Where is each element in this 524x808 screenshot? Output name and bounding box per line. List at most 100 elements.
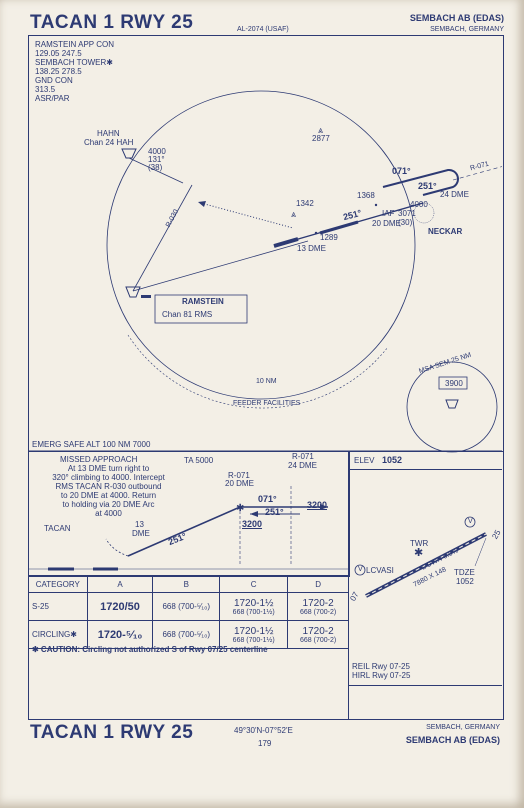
neckar-symbol [413,202,435,224]
holding-pattern [382,168,459,196]
reil-label: REIL Rwy 07-25 [352,662,410,671]
minimums-d-top: 1720-2 [302,625,334,637]
msa-box [438,376,468,390]
minimums-b-hat: 668 [162,630,176,639]
twr-label: TWR [410,539,429,548]
iaf-alt: (30) [398,218,413,227]
hahn-line [128,157,184,184]
chart-frame [28,35,504,720]
tacan-label: TACAN [44,524,71,533]
minimums-header: CATEGORY [28,575,88,593]
comms-line: 138.25 278.5 [35,67,82,76]
r030-line [132,184,193,292]
circle-v2: V [468,518,473,525]
profile-course-251: 251° [265,507,284,517]
obstacle-1289: 1289 [320,233,338,242]
lights-divider [348,685,502,686]
fix-marker: ✱ [236,503,244,514]
minimums-header-row: CATEGORY A B C D [28,575,349,593]
ramstein-radial [132,240,309,292]
obstacle-1368: 1368 [357,191,375,200]
dme-24-label: 24 DME [288,461,317,470]
minimums-c-bot: 668 (700-1½) [232,608,275,616]
ramstein-name: RAMSTEIN [182,297,224,306]
ta-label: TA 5000 [184,456,214,465]
minimums-header: A [86,575,154,593]
minimums-b-paren: (700-⁵⁄₁₀) [178,630,211,639]
minimums-c-top: 1720-1½ [233,597,274,609]
minimums-header: D [287,575,349,593]
comms-line: 313.5 [35,85,56,94]
obstacle-1342: 1342 [296,199,314,208]
circling-caution: ✱ CAUTION: Circling not authorized S of … [32,645,268,654]
tdze-value: 1052 [456,577,474,586]
minimums-header: C [219,575,289,593]
iaf-label: IAF [382,209,395,218]
minimums-row: CIRCLING✱ 1720-⁵⁄₁₀ 668 (700-⁵⁄₁₀) 1720-… [28,620,349,649]
comms-line: RAMSTEIN APP CON [35,40,114,49]
obstacle-dot [314,231,318,235]
comms-line: ASR/PAR [35,94,70,103]
comms-line: GND CON [35,76,73,85]
iaf-alt-4000: 4000 [410,200,428,209]
ramstein-chan: Chan 81 RMS [162,310,213,319]
ramstein-box [154,294,248,324]
airport-frame [348,451,504,720]
elev-value: 1052 [382,455,403,465]
tower-icon: ✱ [414,547,423,559]
hahn-name: HAHN [97,129,120,138]
footer-page: 179 [258,739,272,748]
profile-dme-13b: DME [132,529,150,538]
hahn-radial: 131° [148,155,165,164]
profile-alt-3200-right: 3200 [307,500,328,510]
missed-path [200,202,294,229]
profile-course-071: 071° [258,494,277,504]
holding-dme: 24 DME [440,190,469,199]
hahn-alt: 4000 [148,147,166,156]
msa-icon [445,399,459,409]
feeder-label: FEEDER FACILITIES [233,400,301,407]
ramstein-runway [141,295,151,298]
elev-label: ELEV [354,456,375,465]
obstacle-2877: 2877 [312,134,330,143]
footer-coords: 49°30'N-07°52'E [234,726,293,735]
final-segment-thick [273,237,299,248]
circle-v1: V [358,566,363,573]
hahn-icon [121,148,137,159]
ring-label: 10 NM [256,378,277,385]
missed-line: RMS TACAN R-030 outbound [55,482,162,491]
lcvasi-label: LCVASI [366,566,394,575]
obstacle-symbol: ⩓ [291,209,296,219]
emerg-safe-alt: EMERG SAFE ALT 100 NM 7000 [32,440,151,449]
profile-alt-3200-left: 3200 [242,519,263,529]
footer-title: TACAN 1 RWY 25 [30,722,194,743]
neckar-label: NECKAR [428,227,463,236]
footer-airport: SEMBACH AB (EDAS) [405,735,500,745]
iaf-segment-thick [319,220,359,235]
obstacle-symbol: ⩓ [318,125,323,135]
minimums-b-value: 668 (700-⁵⁄₁₀) [152,620,221,649]
minimums-ab-value: 1720/50 [86,592,154,621]
comms-block: RAMSTEIN APP CON 129.05 247.5 SEMBACH TO… [35,40,114,103]
r071-line [452,166,502,181]
comms-line: 129.05 247.5 [35,49,82,58]
minimums-ab-value: 1720-⁵⁄₁₀ [86,620,154,649]
missed-title: MISSED APPROACH [60,455,138,464]
minimums-d-bot: 668 (700-2) [300,636,337,644]
msa-circle [406,361,498,453]
comms-line: SEMBACH TOWER✱ [35,58,113,67]
tdze-label: TDZE [454,568,475,577]
header-title: TACAN 1 RWY 25 [30,12,194,33]
procedure-number: AL-2074 (USAF) [237,26,289,33]
minimums-header: B [152,575,221,593]
missed-line: At 13 DME turn right to [67,464,150,473]
feeder-arc [127,334,389,409]
missed-line: 320° climbing to 4000. Intercept [52,473,165,482]
minimums-d-bot: 668 (700-2) [300,608,337,616]
hahn-dist: (38) [148,163,163,172]
